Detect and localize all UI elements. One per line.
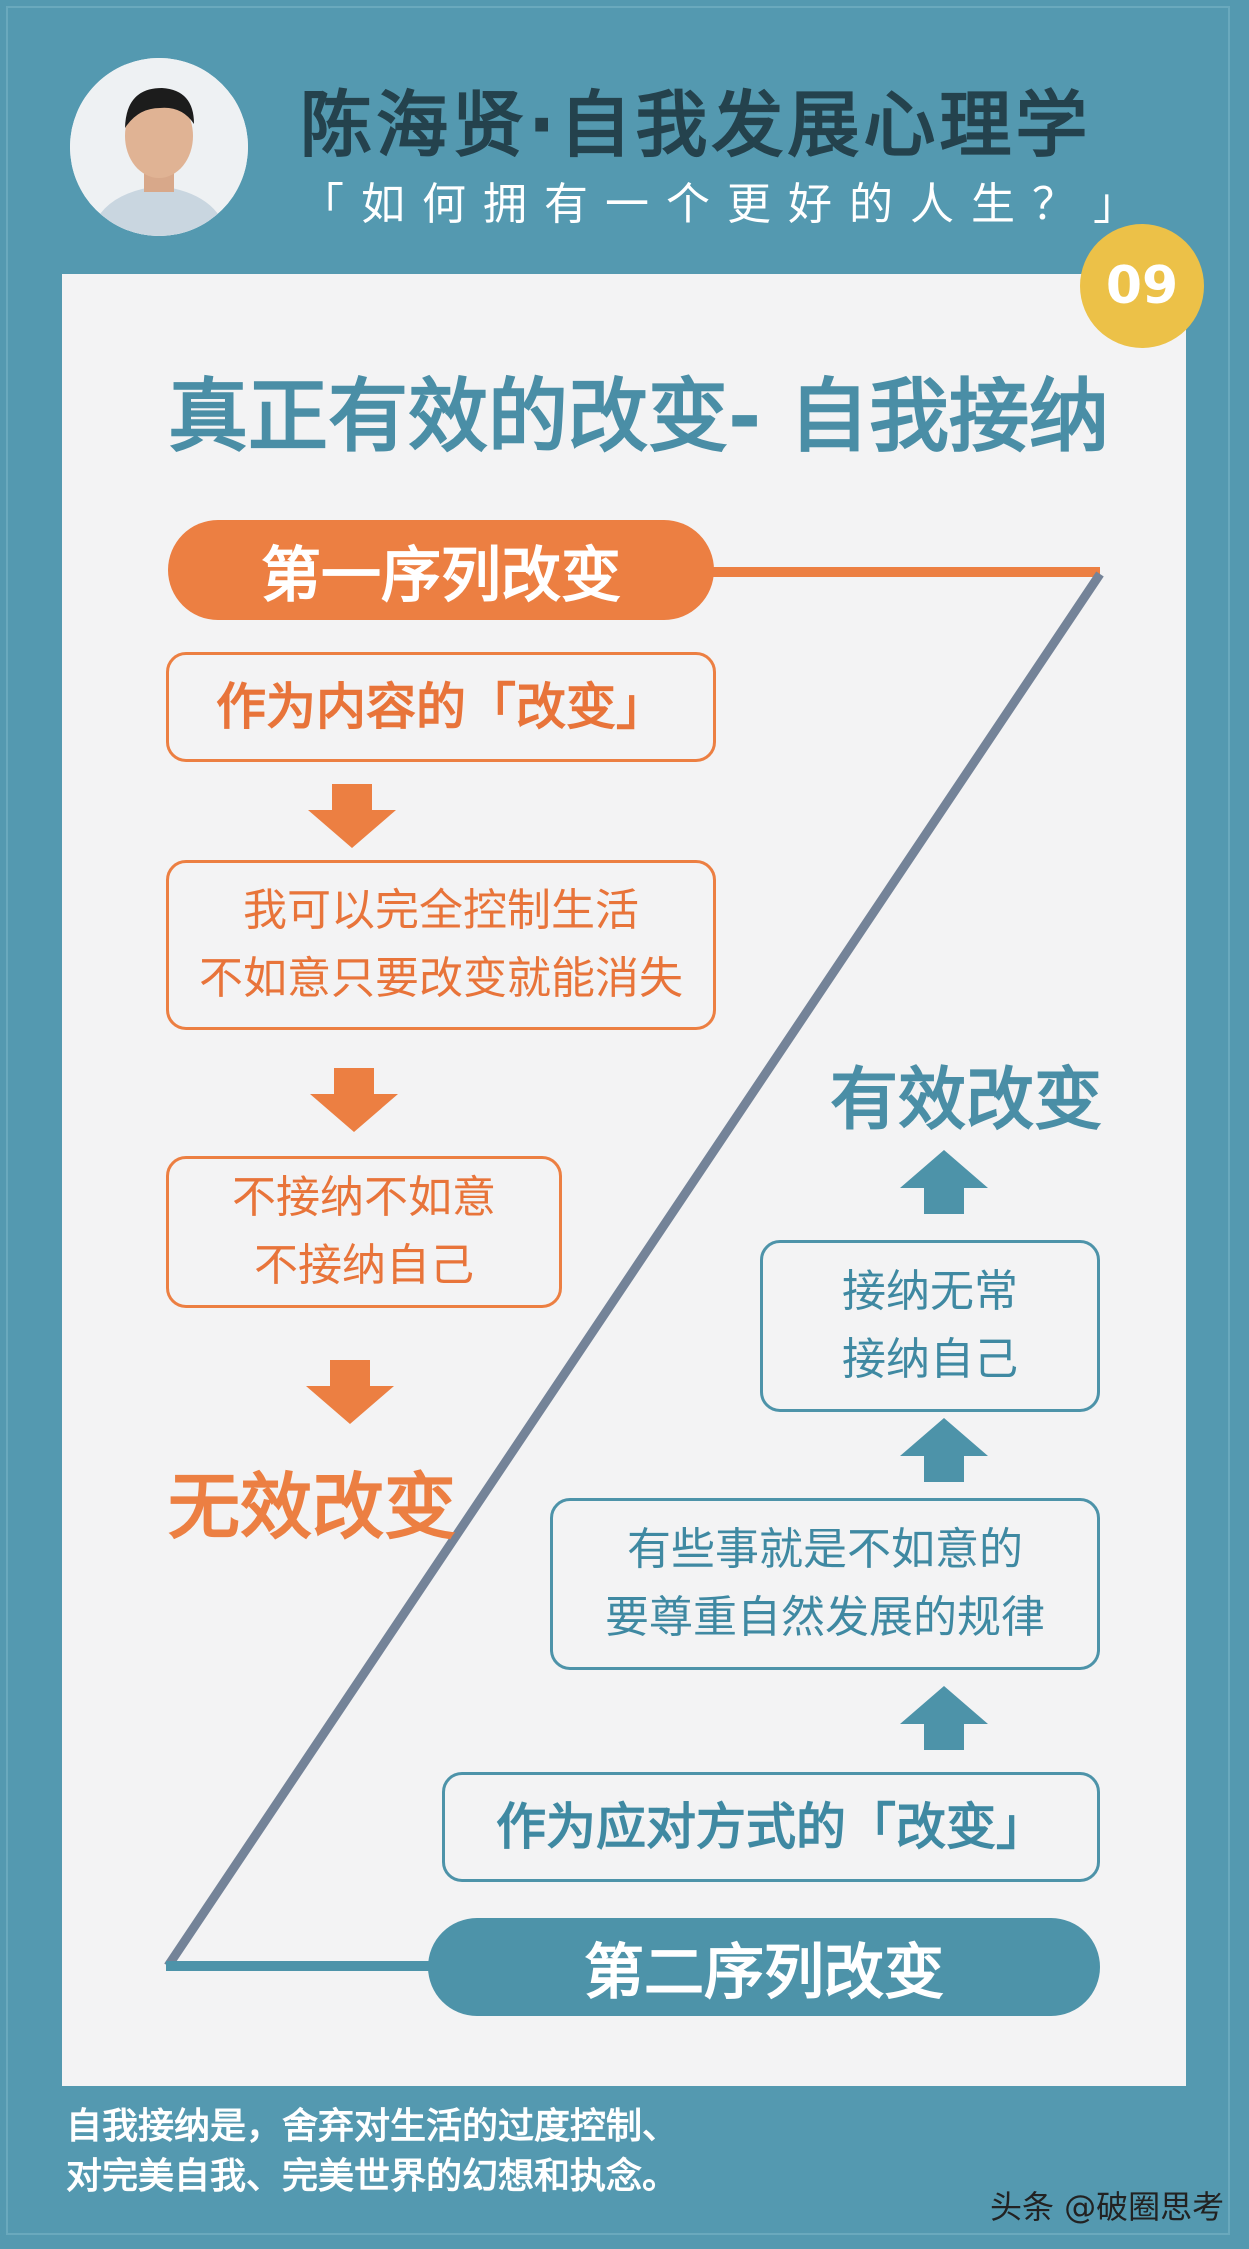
arrow-down-icon <box>310 1068 398 1132</box>
outer-frame <box>6 6 1230 2235</box>
arrow-down-icon <box>308 784 396 848</box>
watermark: 头条 @破圈思考 <box>990 2188 1225 2226</box>
arrow-up-icon <box>900 1686 988 1750</box>
second-order-pill: 第二序列改变 <box>428 1918 1100 2016</box>
coping-change-box: 作为应对方式的「改变」 <box>442 1772 1100 1882</box>
ineffective-change-label: 无效改变 <box>168 1465 457 1549</box>
footer-quote: 自我接纳是，舍弃对生活的过度控制、 对完美自我、完美世界的幻想和执念。 <box>66 2102 678 2202</box>
respect-line-1: 有些事就是不如意的 <box>627 1524 1023 1575</box>
belief-line-2: 不如意只要改变就能消失 <box>199 953 683 1004</box>
content-change-text: 作为内容的「改变」 <box>216 678 666 736</box>
respect-line-2: 要尊重自然发展的规律 <box>605 1592 1045 1643</box>
belief-line-1: 我可以完全控制生活 <box>243 885 639 936</box>
footer-line-2: 对完美自我、完美世界的幻想和执念。 <box>66 2156 679 2197</box>
effective-change-label: 有效改变 <box>830 1061 1103 1140</box>
accept-line-1: 接纳无常 <box>842 1266 1018 1317</box>
respect-box: 有些事就是不如意的 要尊重自然发展的规律 <box>550 1498 1100 1670</box>
accept-box: 接纳无常 接纳自己 <box>760 1240 1100 1412</box>
content-change-box: 作为内容的「改变」 <box>166 652 716 762</box>
reject-box: 不接纳不如意 不接纳自己 <box>166 1156 562 1308</box>
author-avatar <box>70 58 248 236</box>
belief-box: 我可以完全控制生活 不如意只要改变就能消失 <box>166 860 716 1030</box>
arrow-up-icon <box>900 1150 988 1214</box>
coping-change-text: 作为应对方式的「改变」 <box>496 1798 1046 1856</box>
reject-line-1: 不接纳不如意 <box>232 1172 496 1223</box>
first-order-pill: 第一序列改变 <box>168 520 714 620</box>
footer-line-1: 自我接纳是，舍弃对生活的过度控制、 <box>66 2106 679 2147</box>
main-title: 陈海贤·自我发展心理学 <box>300 83 1092 167</box>
episode-badge: 09 <box>1080 224 1204 348</box>
subtitle: 「如何拥有一个更好的人生？」 <box>300 179 1154 230</box>
arrow-down-icon <box>306 1360 394 1424</box>
arrow-up-icon <box>900 1418 988 1482</box>
section-title: 真正有效的改变- 自我接纳 <box>168 370 1110 463</box>
reject-line-2: 不接纳自己 <box>254 1240 474 1291</box>
accept-line-2: 接纳自己 <box>842 1334 1018 1385</box>
